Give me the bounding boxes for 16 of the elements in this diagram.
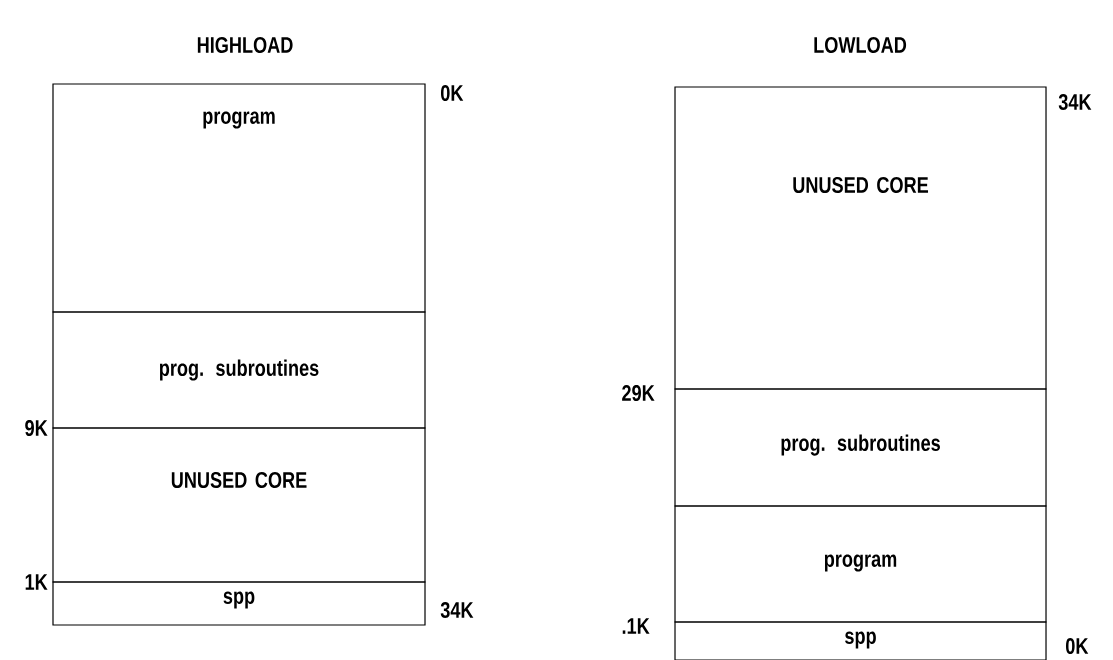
- address-label: 29K: [622, 385, 655, 402]
- address-label: 0K: [1066, 638, 1089, 655]
- memory-region: UNUSED CORE: [674, 86, 1047, 390]
- address-label: 9K: [25, 420, 48, 437]
- memory-region: spp: [674, 621, 1047, 660]
- address-label: 34K: [440, 601, 474, 619]
- memory-region: program: [674, 505, 1047, 623]
- memory-region: spp: [52, 581, 426, 626]
- memory-region: program: [52, 83, 426, 313]
- heading: HIGHLOAD: [197, 36, 293, 54]
- heading: LOWLOAD: [814, 36, 907, 54]
- address-label: 1K: [25, 574, 48, 590]
- memory-region: prog. subroutines: [674, 388, 1047, 507]
- memory-region: prog. subroutines: [52, 311, 426, 429]
- address-label: .1K: [622, 618, 650, 634]
- memory-region: UNUSED CORE: [52, 427, 426, 583]
